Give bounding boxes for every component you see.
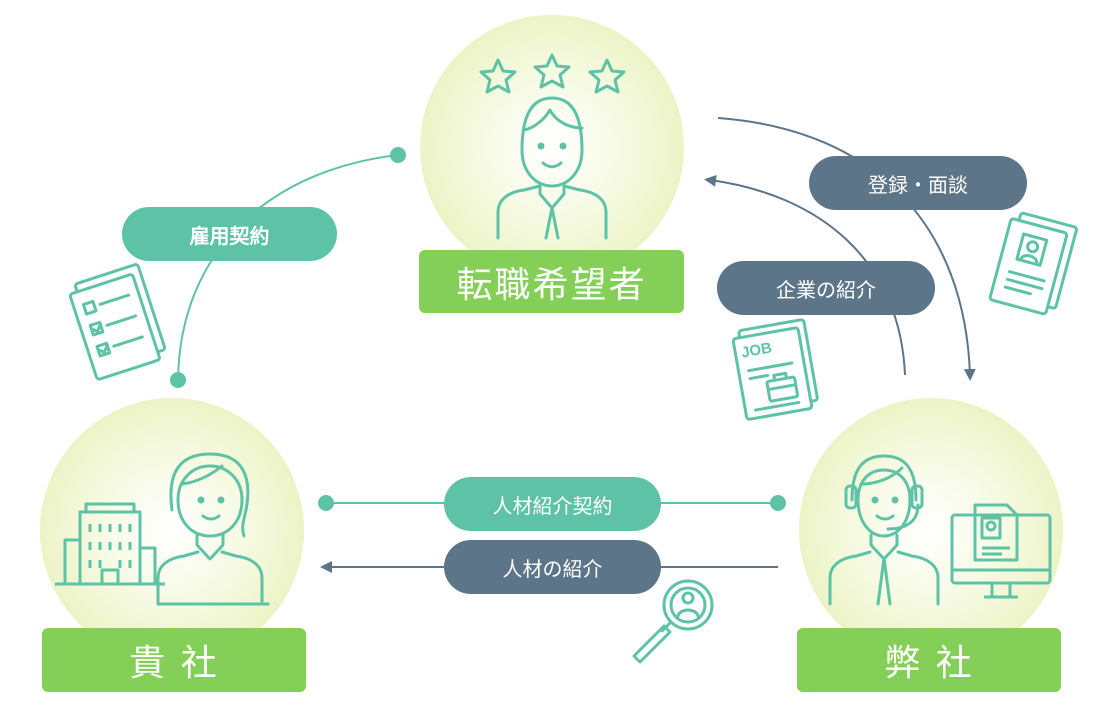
employment-contract-line	[177, 154, 399, 381]
job-icon-text: JOB	[740, 339, 773, 361]
employment-contract-dot-bottom	[170, 372, 186, 388]
magnifier-search-icon	[632, 579, 714, 664]
candidate-circle	[420, 15, 684, 279]
registration-interview-label: 登録・面談	[809, 156, 1027, 210]
company-intro-arrow	[704, 174, 906, 376]
building-icon	[55, 502, 165, 586]
talent-introduction-label: 人材の紹介	[444, 540, 661, 594]
talent-contract-dot-left	[318, 495, 334, 511]
candidate-person-icon	[479, 53, 626, 240]
resume-document-icon	[988, 211, 1078, 316]
employment-contract-dot-top	[390, 147, 406, 163]
company-introduction-label: 企業の紹介	[717, 261, 935, 315]
talent-contract-dot-right	[770, 495, 786, 511]
client-label: 貴 社	[42, 628, 306, 692]
client-person-icon	[156, 452, 270, 606]
monitor-resume-icon	[950, 503, 1052, 599]
talent-contract-label: 人材紹介契約	[444, 477, 661, 531]
agency-label: 弊 社	[797, 628, 1061, 692]
candidate-label: 転職希望者	[419, 250, 684, 313]
checklist-document-icon	[68, 263, 167, 381]
agency-circle	[799, 398, 1063, 662]
employment-contract-label: 雇用契約	[122, 207, 337, 261]
agency-person-icon	[828, 454, 940, 606]
job-document-icon	[731, 318, 819, 421]
